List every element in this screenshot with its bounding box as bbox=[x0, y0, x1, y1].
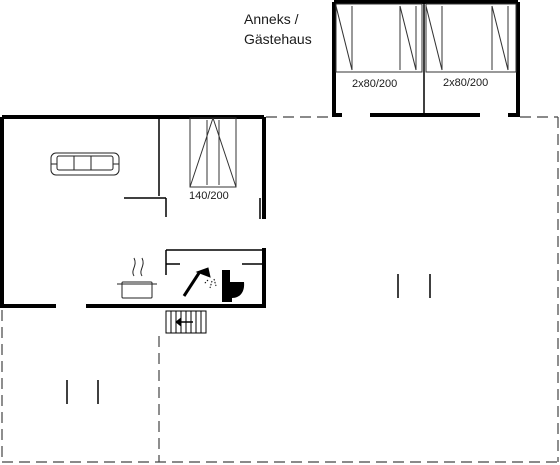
annex-walls bbox=[332, 0, 520, 117]
annex-title-line1: Anneks / bbox=[244, 11, 299, 27]
main-house-walls bbox=[0, 115, 266, 308]
cooking-pot-icon bbox=[117, 257, 157, 299]
bed-icon bbox=[189, 117, 237, 188]
annex: Anneks / Gästehaus 2x80/200 bbox=[244, 0, 520, 117]
annex-bed-left-label: 2x80/200 bbox=[352, 78, 397, 90]
sofa-icon bbox=[50, 152, 120, 176]
stairs-icon bbox=[165, 310, 207, 334]
annex-bed-right-label: 2x80/200 bbox=[443, 77, 488, 89]
interior-walls bbox=[124, 117, 264, 275]
annex-title-line2: Gästehaus bbox=[244, 31, 312, 47]
bed-icon bbox=[335, 3, 423, 73]
bed-icon bbox=[425, 3, 517, 73]
shower-icon bbox=[182, 267, 217, 297]
main-bed-label: 140/200 bbox=[189, 190, 229, 202]
toilet-icon bbox=[222, 270, 245, 302]
door-gap-icon bbox=[66, 274, 431, 404]
terrace-outline bbox=[1, 116, 559, 463]
